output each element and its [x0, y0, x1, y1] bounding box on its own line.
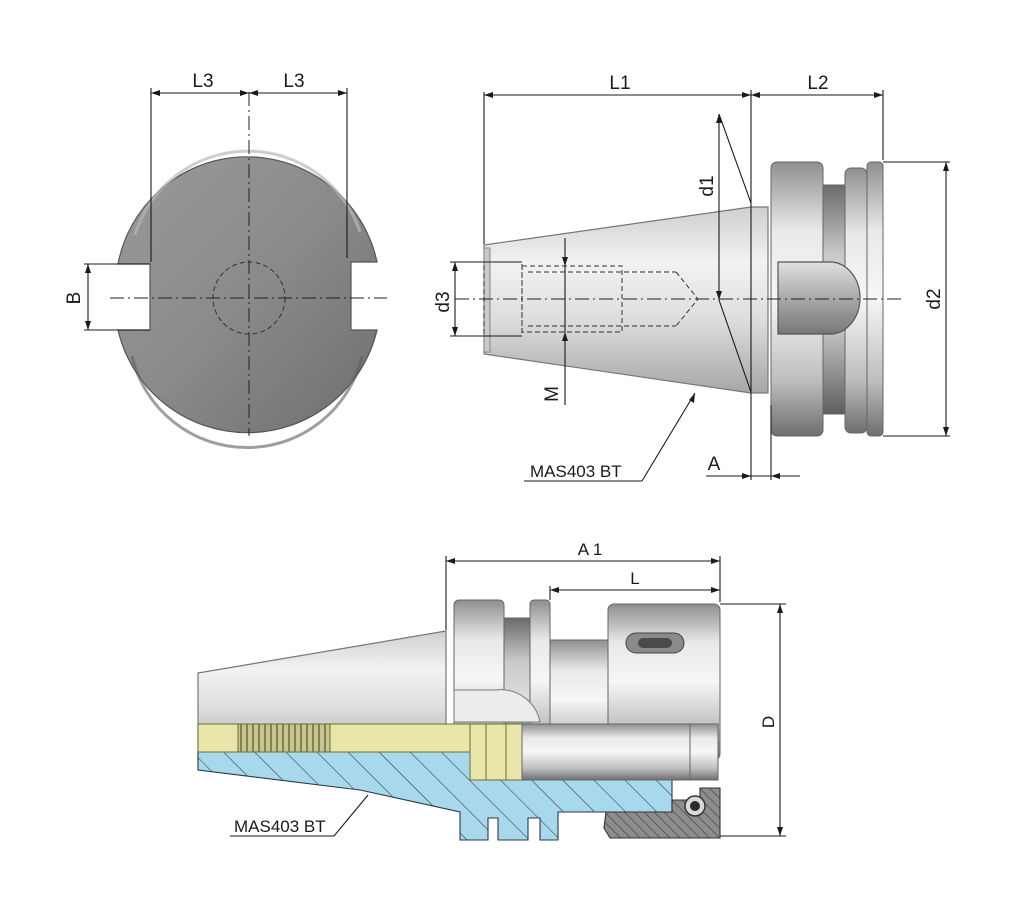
l3-arrow	[338, 90, 347, 96]
d1-arrow	[716, 114, 722, 123]
l-label: L	[630, 569, 639, 588]
nut-ball-inner	[690, 801, 700, 811]
l3-right-label: L3	[283, 71, 304, 92]
l2-arrow	[751, 92, 760, 98]
m-arrow	[562, 257, 568, 266]
l3-arrow	[249, 90, 258, 96]
pull-stud-thread	[237, 723, 331, 753]
nut-slot-inner	[638, 638, 672, 648]
drive-key	[777, 261, 861, 335]
d2-label: d2	[924, 288, 945, 309]
front-view: L3 L3 B	[64, 71, 387, 450]
d-label: D	[759, 716, 778, 728]
stud-collar	[469, 723, 523, 781]
b-arrow	[85, 321, 91, 330]
a1-label: A 1	[578, 540, 603, 559]
l3-arrow	[151, 90, 160, 96]
section-standard-label: MAS403 BT	[234, 817, 326, 836]
taper-body	[483, 206, 769, 394]
face-rim-top	[133, 149, 362, 236]
a-label: A	[708, 454, 721, 475]
m-arrow	[562, 332, 568, 341]
d1-leader	[718, 113, 752, 204]
d3-arrow	[452, 262, 458, 271]
d3-label: d3	[433, 291, 454, 312]
d-arrow	[777, 604, 783, 613]
b-label: B	[64, 292, 85, 305]
l-arrow	[550, 587, 559, 593]
a-arrow	[742, 473, 751, 479]
standard-label: MAS403 BT	[530, 462, 622, 481]
a1-arrow	[446, 558, 455, 564]
d2-arrow	[943, 427, 949, 436]
m-label: M	[542, 386, 563, 402]
d1-leader	[718, 299, 752, 393]
l1-label: L1	[609, 73, 630, 94]
b-arrow	[85, 264, 91, 273]
section-drive-key	[453, 689, 541, 723]
face-rim-bottom	[130, 355, 364, 450]
l3-arrow	[240, 90, 249, 96]
l-arrow	[711, 587, 720, 593]
flange-face	[117, 156, 378, 434]
l2-label: L2	[807, 73, 828, 94]
d3-arrow	[452, 327, 458, 336]
standard-leader	[641, 392, 696, 482]
d1-arrow	[716, 291, 722, 300]
standard-arrow	[689, 393, 695, 403]
section-view: A 1 L D MAS403 BT	[197, 540, 786, 841]
l3-left-label: L3	[192, 71, 213, 92]
a-arrow	[771, 473, 780, 479]
l1-arrow	[742, 92, 751, 98]
section-standard-leader	[333, 794, 369, 837]
d1-label: d1	[697, 175, 718, 196]
d2-arrow	[943, 162, 949, 171]
side-view: L1 L2 d1 d2 d3 M A	[433, 73, 950, 482]
l2-arrow	[874, 92, 883, 98]
l1-arrow	[484, 92, 493, 98]
d-arrow	[777, 827, 783, 836]
a1-arrow	[711, 558, 720, 564]
collet	[521, 723, 719, 781]
